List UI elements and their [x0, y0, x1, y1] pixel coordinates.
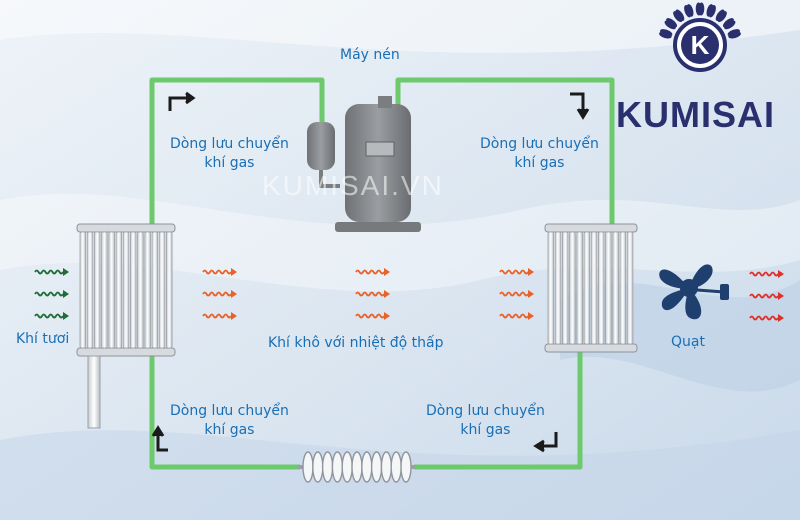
coil-tube: [576, 231, 583, 345]
coil-tube: [554, 231, 562, 345]
brand-name: KUMISAI: [616, 94, 775, 135]
laurel-leaf: [724, 20, 736, 30]
coil-loop: [370, 451, 383, 483]
wave-arrow-icon: [749, 314, 784, 322]
corner-arrow-icon: [570, 92, 590, 120]
wave-arrow-icon: [355, 268, 390, 276]
laurel-leaf: [695, 2, 702, 16]
coil-tube: [94, 231, 101, 349]
dry-air-label: Khí khô với nhiệt độ thấp: [268, 335, 444, 351]
wave-arrow-icon: [202, 290, 237, 298]
wave-arrow-icon: [34, 268, 69, 276]
laurel-leaf: [659, 31, 672, 39]
coil-loop: [361, 451, 373, 483]
airflow-arrows: [34, 268, 784, 322]
coil-tube: [129, 231, 137, 349]
refrigerant-loop: [149, 77, 615, 470]
coil-loop: [321, 451, 334, 483]
wave-arrow-icon: [34, 290, 69, 298]
corner-arrow-icon: [151, 425, 168, 452]
coil-tube: [115, 231, 123, 349]
coil-tube: [612, 231, 619, 345]
watermark: KUMISAI.VN: [262, 170, 444, 201]
compressor-label: Máy nén: [340, 47, 400, 63]
wave-arrow-icon: [202, 312, 237, 320]
fan-label: Quạt: [671, 334, 705, 350]
laurel-leaf: [684, 5, 692, 18]
coil-icon: [298, 451, 416, 483]
coil-tube: [165, 231, 173, 349]
condenser-coil: [544, 223, 638, 353]
coil-loop: [341, 451, 353, 483]
coil-tube: [108, 231, 115, 349]
laurel-leaf: [664, 20, 676, 30]
flow-label-bottom-right: Dòng lưu chuyển khí gas: [426, 403, 545, 438]
coil-tube: [583, 231, 591, 345]
emblem-letter: K: [691, 30, 710, 60]
coil-tube: [86, 231, 94, 349]
coil-loop: [400, 451, 412, 483]
corner-arrow-icon: [168, 91, 196, 111]
fan-icon: [659, 264, 729, 320]
coil-tube: [79, 231, 87, 349]
fresh-air-label: Khí tươi: [16, 331, 70, 347]
laurel-leaf: [728, 31, 741, 39]
laurel-leaf: [708, 5, 716, 18]
compressor-icon: [307, 96, 421, 232]
coil-tube: [151, 231, 159, 349]
flow-label-top-right: Dòng lưu chuyển khí gas: [480, 136, 599, 171]
coil-loop: [302, 451, 314, 483]
coil-tube: [547, 231, 555, 345]
wave-arrow-icon: [355, 290, 390, 298]
evaporator-coil: [76, 223, 176, 429]
coil-tube: [598, 231, 605, 345]
wave-arrow-icon: [34, 312, 69, 320]
wave-arrow-icon: [499, 312, 534, 320]
coil-tube: [144, 231, 151, 349]
corner-arrow-icon: [533, 432, 558, 453]
coil-tube: [562, 231, 569, 345]
laurel-leaf: [673, 11, 683, 23]
coil-loop: [390, 451, 402, 483]
coil-tube: [158, 231, 166, 349]
coil-tube: [590, 231, 598, 345]
coil-loop: [331, 451, 344, 483]
wave-arrow-icon: [499, 268, 534, 276]
coil-tube: [137, 231, 144, 349]
coil-tube: [569, 231, 576, 345]
laurel-leaf: [717, 11, 727, 23]
coil-loop: [380, 451, 393, 483]
coil-loop: [351, 451, 363, 483]
coil-tube: [626, 231, 634, 345]
laurel-emblem-icon: K: [659, 2, 741, 72]
coil-tube: [122, 231, 130, 349]
wave-arrow-icon: [499, 290, 534, 298]
coil-tube: [101, 231, 108, 349]
wave-arrow-icon: [202, 268, 237, 276]
coil-tube: [619, 231, 627, 345]
wave-arrow-icon: [355, 312, 390, 320]
coil-tube: [605, 231, 612, 345]
wave-arrow-icon: [749, 292, 784, 300]
coil-loop: [312, 451, 324, 483]
flow-label-top-left: Dòng lưu chuyển khí gas: [170, 136, 289, 171]
wave-arrow-icon: [749, 270, 784, 278]
flow-label-bottom-left: Dòng lưu chuyển khí gas: [170, 403, 289, 438]
